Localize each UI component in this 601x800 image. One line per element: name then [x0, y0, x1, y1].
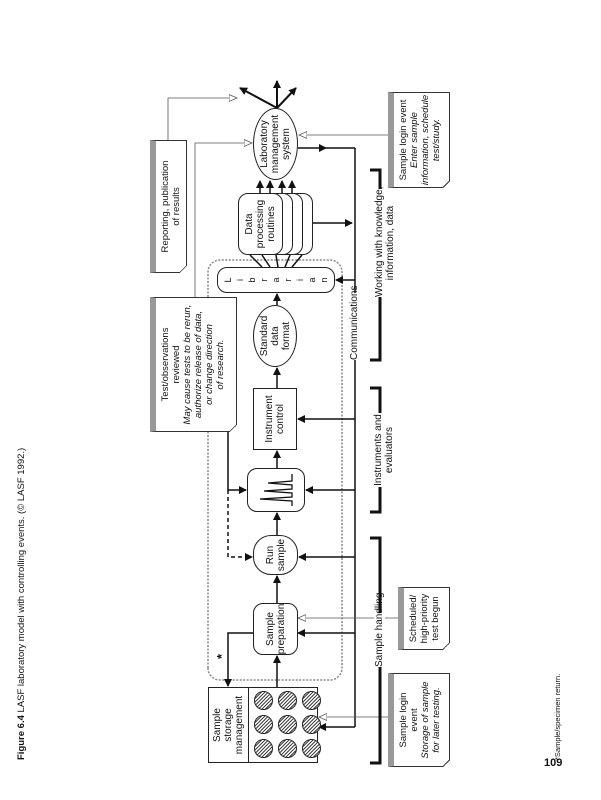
label-line: system — [281, 128, 292, 160]
librarian-letter: i — [295, 279, 305, 281]
working-knowledge-label: Working with knowledge, information, dat… — [374, 186, 396, 297]
sample-vial-icon — [302, 739, 321, 759]
label-line: routines — [266, 206, 277, 242]
folded-corner — [230, 425, 237, 432]
librarian-letter: i — [235, 279, 245, 281]
label-line: Data — [244, 213, 255, 235]
standard-data-format-node: Standard data format — [253, 305, 297, 367]
sample-login-storage-note: Sample login event Storage of sample for… — [388, 673, 450, 767]
footnote: *Sample/specimen return. — [553, 673, 562, 760]
data-processing-routines-node: Data processing routines — [238, 193, 283, 255]
reporting-note: Reporting, publication of results — [150, 140, 187, 273]
sample-vial-icon — [254, 691, 273, 711]
librarian-letter: a — [307, 277, 317, 283]
chromatogram-peaks-icon — [259, 474, 293, 506]
note-line: of research. — [215, 339, 226, 390]
note-line: of results — [171, 187, 182, 226]
instruments-label: Instruments and evaluators — [373, 413, 395, 487]
librarian-letter: r — [259, 278, 269, 282]
librarian-letter: r — [283, 278, 293, 282]
label-line: data — [269, 326, 281, 346]
chromatogram-node — [247, 468, 305, 512]
note-line: event — [409, 708, 420, 732]
sample-storage-management: Sample storage management — [208, 687, 321, 763]
label-line: Laboratory — [259, 120, 270, 168]
note-line: reviewed — [171, 345, 182, 384]
folded-corner — [443, 643, 450, 650]
sample-vial-icon — [254, 715, 273, 735]
librarian-letter: L — [223, 277, 233, 283]
label-line: Working with knowledge, — [374, 186, 385, 297]
page-number: 109 — [544, 757, 563, 769]
folded-corner — [443, 760, 450, 767]
label-line: sample — [275, 538, 287, 572]
note-line: Reporting, publication — [160, 160, 171, 253]
librarian-letter: a — [271, 277, 281, 283]
figure-label: Figure 6.4 — [16, 715, 27, 760]
label-line: processing — [255, 199, 266, 249]
label-line: Standard — [258, 315, 270, 357]
sample-vial-icon — [302, 715, 321, 735]
label-line: management — [234, 695, 245, 755]
sample-rack — [249, 688, 321, 762]
librarian-node: L i b r a r i a n — [217, 267, 335, 293]
sample-vial-icon — [254, 739, 273, 759]
figure-caption: Figure 6.4 LASF laboratory model with co… — [16, 448, 27, 760]
label-line: Instruments and — [373, 414, 384, 486]
note-line: Sample login — [398, 692, 409, 748]
note-line: authorize release of data, — [193, 310, 204, 419]
sample-vial-icon — [278, 715, 297, 735]
sample-login-enter-note: Sample login event Enter sample informat… — [388, 92, 450, 188]
label-line: storage — [223, 708, 234, 742]
note-line: information, schedule — [420, 94, 431, 186]
sample-handling-label: Sample handling — [374, 592, 385, 667]
test-reviewed-note: Test/observations reviewed May cause tes… — [150, 297, 237, 432]
note-line: test begun — [430, 596, 441, 641]
group-brackets — [370, 168, 382, 765]
note-line: Test/observations — [160, 327, 171, 402]
label-line: control — [275, 404, 286, 435]
note-line: or change direction — [204, 324, 215, 405]
communications-label: Communications — [349, 285, 360, 360]
note-line: Scheduled/ — [408, 594, 419, 643]
figure-caption-text: LASF laboratory model with controlling e… — [16, 447, 27, 713]
sample-vial-icon — [278, 691, 297, 711]
scheduled-test-note: Scheduled/ high-priority test begun — [398, 587, 450, 650]
note-line: Storage of sample — [420, 681, 431, 759]
note-line: for later testing. — [431, 687, 442, 753]
folded-corner — [180, 266, 187, 273]
note-line: Sample login event — [398, 99, 409, 181]
sample-vial-icon — [302, 691, 321, 711]
sample-preparation-node: Sample preparation — [253, 603, 298, 655]
process-flow-arrows — [224, 80, 356, 731]
librarian-letter: n — [319, 277, 329, 283]
note-line: May cause tests to be rerun, — [182, 304, 193, 425]
sample-storage-label: Sample storage management — [209, 688, 249, 762]
instrument-control-node: Instrument control — [253, 388, 297, 450]
note-line: high-priority — [419, 593, 430, 644]
workstation-dashed-boundary — [207, 259, 343, 681]
folded-corner — [443, 181, 450, 188]
note-line: test/study. — [431, 118, 442, 162]
lms-node: Laboratory management system — [253, 108, 298, 180]
librarian-letter: b — [247, 277, 257, 283]
label-line: preparation — [275, 603, 287, 655]
sample-vial-icon — [278, 739, 297, 759]
label-line: management — [270, 114, 281, 174]
run-sample-node: Run sample — [253, 535, 298, 575]
return-marker: * — [214, 653, 229, 659]
label-line: information, data — [385, 205, 396, 281]
label-line: Run — [264, 545, 276, 565]
note-line: Enter sample — [409, 112, 420, 168]
label-line: evaluators — [384, 426, 395, 474]
label-line: Sample — [264, 612, 276, 646]
label-line: Sample — [212, 708, 223, 742]
label-line: format — [280, 321, 292, 351]
label-line: Instrument — [264, 395, 275, 443]
